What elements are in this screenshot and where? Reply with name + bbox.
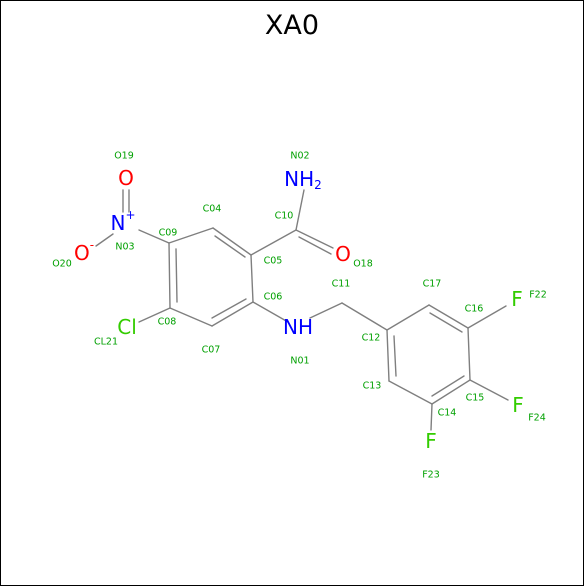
bonds <box>95 189 509 431</box>
bond-c15-f24 <box>469 379 509 401</box>
label-c11: C11 <box>332 279 351 290</box>
atom-n03-charge: + <box>125 208 135 222</box>
atom-o20-symbol: O- <box>74 238 94 265</box>
bond-c08-cl21 <box>138 307 171 323</box>
diagram-title: XA0 <box>264 10 320 41</box>
label-cl21: CL21 <box>94 337 118 348</box>
bond-c04-c05 <box>212 227 252 256</box>
label-f23: F23 <box>422 470 440 481</box>
label-f24: F24 <box>528 413 546 424</box>
bond-c05-c10 <box>250 229 297 256</box>
label-c13: C13 <box>363 381 382 392</box>
bond-c10-n02 <box>295 189 305 231</box>
label-c12: C12 <box>362 333 381 344</box>
bond-c06-c07-inner <box>211 298 247 319</box>
label-c15: C15 <box>466 393 485 404</box>
bond-c13-c12-inner <box>393 335 397 377</box>
bond-c15-c14-inner <box>431 375 465 397</box>
bond-c12-c17 <box>386 304 430 331</box>
label-c14: C14 <box>438 408 457 419</box>
atom-n01-symbol: NH <box>283 315 313 339</box>
label-f22: F22 <box>529 290 547 301</box>
bond-c06-c07 <box>211 301 254 327</box>
label-n01: N01 <box>290 356 309 367</box>
label-c05: C05 <box>264 256 283 267</box>
label-o19: O19 <box>114 151 134 162</box>
bond-c04-c05-inner <box>214 235 246 258</box>
atom-n02-subscript: 2 <box>314 178 322 192</box>
label-c10: C10 <box>275 211 294 222</box>
atom-symbols: O NH2 N+ O- O Cl NH F F F <box>74 166 524 453</box>
label-c07: C07 <box>202 345 221 356</box>
atom-f22-symbol: F <box>511 287 523 311</box>
atom-o20-main: O <box>74 241 90 265</box>
bond-c10-o18 <box>295 229 334 249</box>
bond-c17-c16-inner <box>429 312 463 333</box>
atom-n02-symbol: NH2 <box>284 167 322 192</box>
label-o20: O20 <box>52 259 72 270</box>
bond-c10-o18-double <box>298 236 332 255</box>
bond-c16-f22 <box>467 305 507 329</box>
bond-c09-c04 <box>168 227 214 244</box>
bond-c05-c06 <box>250 254 254 303</box>
bond-n03-o20 <box>95 233 114 247</box>
bond-c09-n03 <box>138 229 170 244</box>
label-c09: C09 <box>159 228 178 239</box>
label-c16: C16 <box>465 304 484 315</box>
atom-cl21-symbol: Cl <box>117 315 137 339</box>
bond-c14-f23 <box>430 403 433 431</box>
label-n02: N02 <box>290 151 309 162</box>
atom-o20-charge: - <box>90 238 94 252</box>
atom-o18-symbol: O <box>335 242 351 266</box>
bond-c15-c14 <box>431 379 471 405</box>
atom-n02-main: NH <box>284 167 314 191</box>
label-c04: C04 <box>203 204 222 215</box>
atom-f24-symbol: F <box>512 393 524 417</box>
bond-c08-c09 <box>168 242 171 309</box>
bond-c08-c09-inner <box>175 248 178 303</box>
bond-c06-n01 <box>252 301 289 323</box>
bond-c07-c08 <box>169 307 213 327</box>
atom-n03-main: N <box>110 211 125 235</box>
label-n03: N03 <box>115 242 134 253</box>
label-c17: C17 <box>423 279 442 290</box>
bond-c16-c15 <box>467 327 471 381</box>
bond-c13-c12 <box>386 329 390 382</box>
atom-o19-symbol: O <box>118 166 134 190</box>
bond-c11-c12 <box>341 302 388 331</box>
bond-c14-c13 <box>388 380 433 405</box>
label-o18: O18 <box>353 259 373 270</box>
label-c06: C06 <box>264 292 283 303</box>
bond-c17-c16 <box>428 304 469 329</box>
atom-n03-symbol: N+ <box>110 208 135 235</box>
label-c08: C08 <box>158 317 177 328</box>
atom-f23-symbol: F <box>425 429 437 453</box>
bond-n01-c11 <box>309 302 343 319</box>
atom-labels: O19 N02 C04 C10 C09 N03 C05 O20 O18 C11 … <box>52 151 547 481</box>
